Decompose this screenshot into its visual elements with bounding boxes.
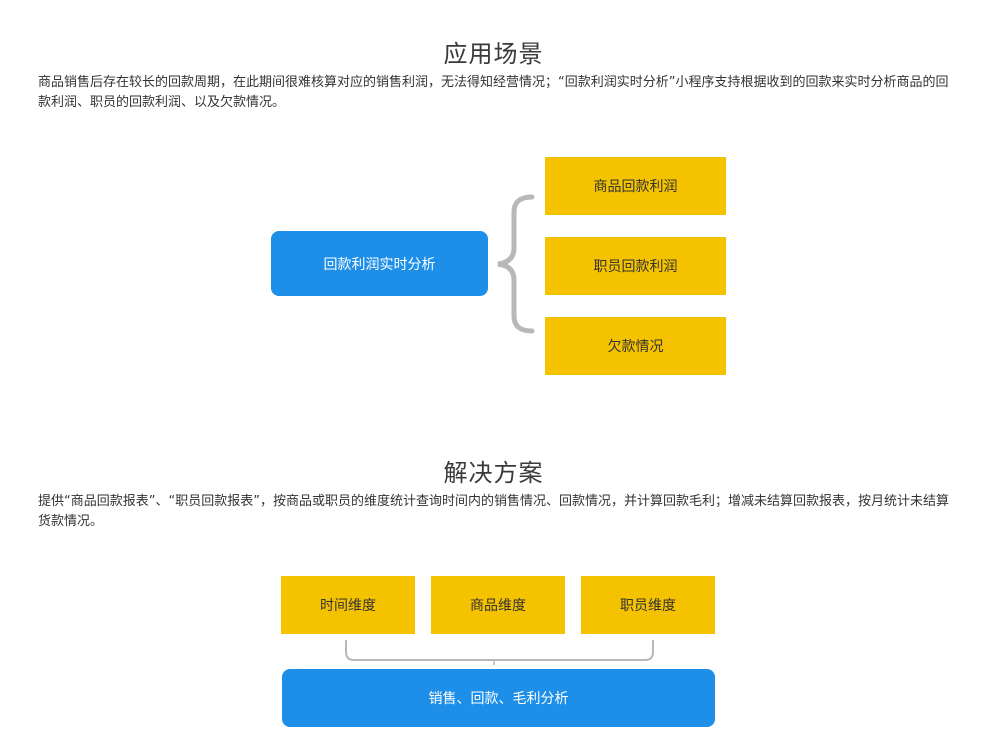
branch-node-product-profit: 商品回款利润 [545,157,726,215]
dimension-staff: 职员维度 [581,576,715,634]
solution-description: 提供“商品回款报表”、“职员回款报表”，按商品或职员的维度统计查询时间内的销售情… [38,494,949,529]
branch-node-staff-profit: 职员回款利润 [545,237,726,295]
branch-node-arrears: 欠款情况 [545,317,726,375]
root-node-profit-analysis: 回款利润实时分析 [271,231,488,296]
scenario-description: 商品销售后存在较长的回款周期，在此期间很难核算对应的销售利润，无法得知经营情况；… [38,75,949,110]
solution-title: 解决方案 [443,459,544,487]
dimension-product: 商品维度 [431,576,565,634]
scenario-title: 应用场景 [443,40,544,68]
result-node-analysis: 销售、回款、毛利分析 [282,669,715,727]
dimension-time: 时间维度 [281,576,415,634]
